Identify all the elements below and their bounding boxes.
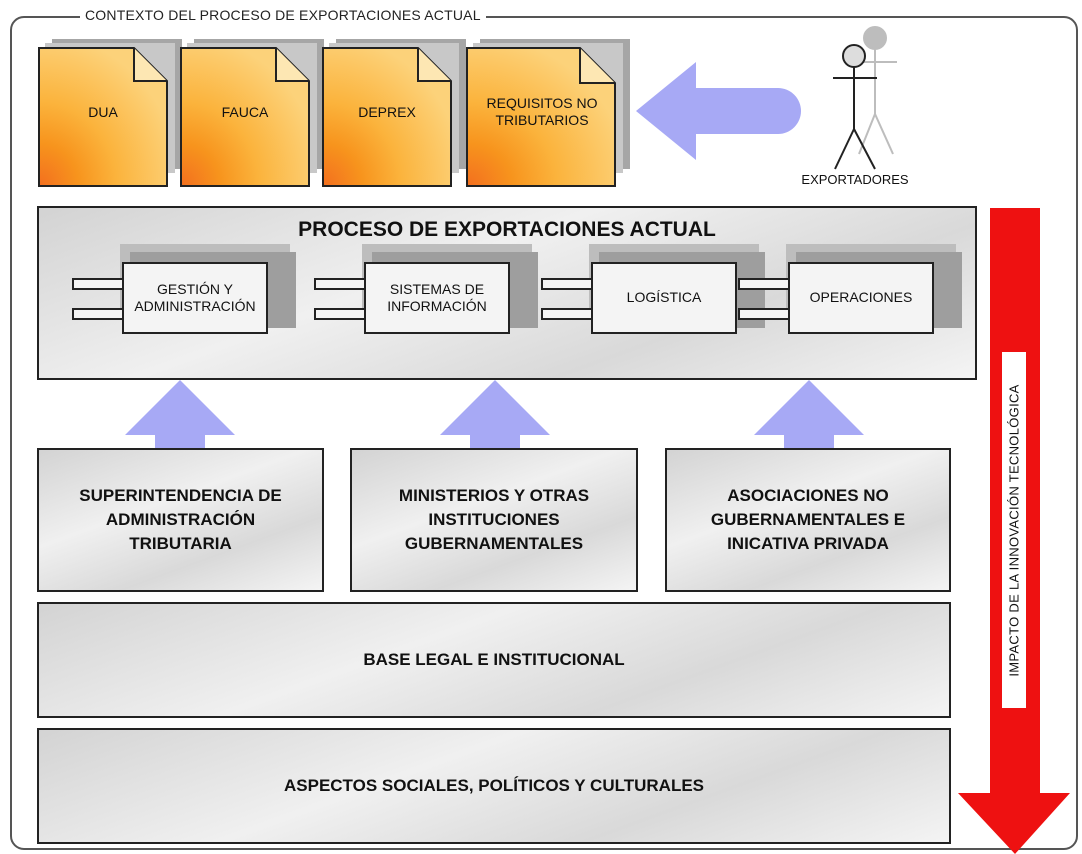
- document-label: FAUCA: [221, 103, 269, 120]
- document-label: DEPREX: [358, 103, 416, 120]
- component-logistica: LOGÍSTICA: [541, 244, 765, 342]
- component-sistemas: SISTEMAS DE INFORMACIÓN: [314, 244, 538, 342]
- institution-label: ASOCIACIONES NO GUBERNAMENTALES E INICAT…: [710, 486, 906, 553]
- social-layer: ASPECTOS SOCIALES, POLÍTICOS Y CULTURALE…: [37, 728, 951, 844]
- document-requisitos: REQUISITOS NO TRIBUTARIOS: [466, 39, 630, 187]
- stick-figure-icon: [833, 26, 897, 170]
- document-fauca: FAUCA: [180, 39, 324, 187]
- component-gestion: GESTIÓN Y ADMINISTRACIÓN: [72, 244, 296, 342]
- document-icon: [322, 47, 452, 187]
- up-arrow-icon: [440, 380, 550, 480]
- document-label: DUA: [88, 103, 118, 120]
- up-arrow-icon: [125, 380, 235, 480]
- left-arrow-icon: [636, 62, 801, 160]
- institution-asociaciones: ASOCIACIONES NO GUBERNAMENTALES E INICAT…: [665, 448, 951, 592]
- document-icon: [180, 47, 310, 187]
- document-dua: DUA: [38, 39, 182, 187]
- exporters-label: EXPORTADORES: [801, 172, 909, 187]
- component-label: LOGÍSTICA: [591, 262, 737, 334]
- institution-label: SUPERINTENDENCIA DE ADMINISTRACIÓN TRIBU…: [79, 486, 282, 553]
- document-label: REQUISITOS NO TRIBUTARIOS: [486, 95, 598, 128]
- document-deprex: DEPREX: [322, 39, 466, 187]
- component-label: SISTEMAS DE INFORMACIÓN: [364, 262, 510, 334]
- institution-ministerios: MINISTERIOS Y OTRAS INSTITUCIONES GUBERN…: [350, 448, 638, 592]
- document-icon: [466, 47, 616, 187]
- impact-label: IMPACTO DE LA INNOVACIÓN TECNOLÓGICA: [1002, 352, 1026, 708]
- process-title: PROCESO DE EXPORTACIONES ACTUAL: [298, 218, 716, 241]
- component-operaciones: OPERACIONES: [738, 244, 962, 342]
- context-frame: [10, 16, 1078, 850]
- legal-base-layer: BASE LEGAL E INSTITUCIONAL: [37, 602, 951, 718]
- component-label: OPERACIONES: [788, 262, 934, 334]
- up-arrow-icon: [754, 380, 864, 480]
- legal-base-label: BASE LEGAL E INSTITUCIONAL: [363, 650, 625, 670]
- institution-sat: SUPERINTENDENCIA DE ADMINISTRACIÓN TRIBU…: [37, 448, 324, 592]
- document-icon: [38, 47, 168, 187]
- institution-label: MINISTERIOS Y OTRAS INSTITUCIONES GUBERN…: [398, 486, 590, 553]
- social-layer-label: ASPECTOS SOCIALES, POLÍTICOS Y CULTURALE…: [283, 776, 705, 796]
- context-title: CONTEXTO DEL PROCESO DE EXPORTACIONES AC…: [80, 7, 486, 23]
- component-label: GESTIÓN Y ADMINISTRACIÓN: [122, 262, 268, 334]
